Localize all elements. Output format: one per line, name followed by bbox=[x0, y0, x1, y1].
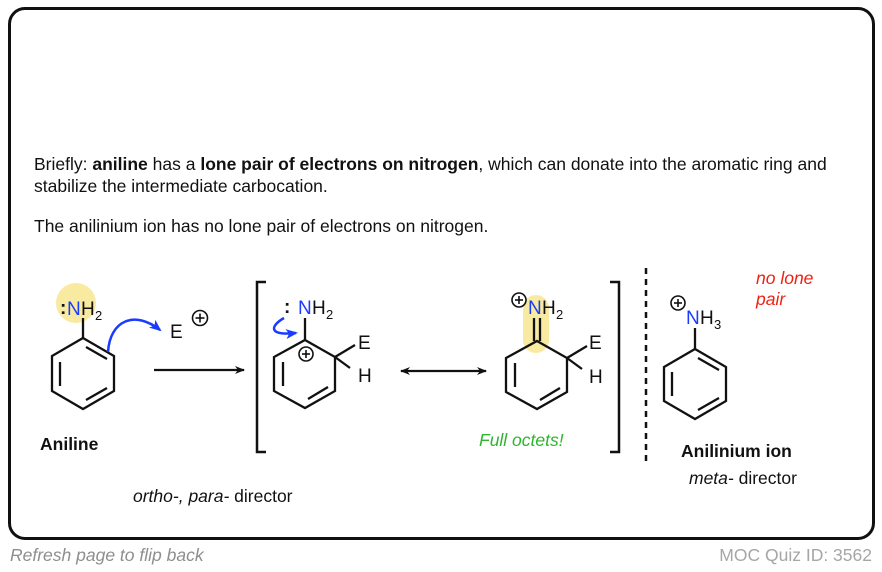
cyclohexadiene-ring bbox=[504, 318, 588, 411]
hydrogen-label: H bbox=[81, 299, 95, 320]
text-segment: has a bbox=[147, 154, 201, 174]
ortho-para-director-label: ortho-, para- director bbox=[133, 486, 293, 506]
no-lone-pair-note: no lone bbox=[756, 268, 814, 288]
lone-pair-highlight bbox=[56, 283, 96, 323]
substituent-e: E bbox=[589, 333, 602, 354]
substituent-h: H bbox=[589, 367, 603, 388]
anilinium-paragraph: The anilinium ion has no lone pair of el… bbox=[34, 216, 489, 236]
substituent-h: H bbox=[358, 366, 372, 387]
right-bracket bbox=[610, 280, 621, 454]
nitrogen-label: N bbox=[528, 298, 542, 319]
lone-pair-dots: : bbox=[60, 298, 66, 319]
lone-pair-dots: : bbox=[284, 297, 290, 318]
positive-charge-icon bbox=[191, 309, 209, 327]
text-segment: Briefly: bbox=[34, 154, 93, 174]
benzene-ring bbox=[662, 328, 728, 421]
aniline-molecule: : N H 2 Aniline bbox=[40, 283, 162, 454]
double-bond-highlight bbox=[523, 295, 549, 353]
benzene-ring bbox=[50, 318, 116, 411]
positive-charge-icon bbox=[670, 295, 686, 311]
intermediate-resonance-2: N H 2 E H Full octets! bbox=[479, 292, 603, 450]
left-bracket bbox=[255, 280, 266, 454]
quiz-card[interactable] bbox=[8, 7, 875, 540]
quiz-id: MOC Quiz ID: 3562 bbox=[719, 545, 872, 565]
explanation-paragraph: Briefly: aniline has a lone pair of elec… bbox=[34, 153, 834, 197]
full-octets-note: Full octets! bbox=[479, 430, 564, 450]
anilinium-molecule: N H 3 no lone pair Anilinium ion meta- d… bbox=[662, 268, 814, 488]
hydrogen-label: H bbox=[700, 308, 714, 329]
meta-director-label: meta- director bbox=[689, 468, 797, 488]
curved-arrow-icon bbox=[273, 316, 298, 340]
refresh-hint: Refresh page to flip back bbox=[10, 545, 204, 565]
subscript-2: 2 bbox=[95, 308, 102, 323]
positive-charge-icon bbox=[298, 346, 314, 362]
anilinium-name: Anilinium ion bbox=[681, 441, 792, 461]
text-segment: , which can donate into the aromatic rin… bbox=[34, 154, 827, 196]
nitrogen-label: N bbox=[67, 299, 81, 320]
no-lone-pair-note-2: pair bbox=[755, 289, 786, 309]
positive-charge-icon bbox=[511, 292, 527, 308]
aniline-name: Aniline bbox=[40, 434, 99, 454]
subscript-2: 2 bbox=[326, 307, 333, 322]
substituent-e: E bbox=[358, 333, 371, 354]
bold-term-lone-pair: lone pair of electrons on nitrogen bbox=[200, 154, 479, 174]
bold-term-aniline: aniline bbox=[92, 154, 148, 174]
cyclohexadienyl-ring bbox=[272, 318, 356, 410]
subscript-3: 3 bbox=[714, 317, 721, 332]
hydrogen-label: H bbox=[542, 298, 556, 319]
nitrogen-label: N bbox=[298, 298, 312, 319]
curved-arrow-icon bbox=[106, 318, 162, 353]
electrophile: E bbox=[170, 309, 209, 343]
hydrogen-label: H bbox=[312, 298, 326, 319]
nitrogen-label: N bbox=[686, 308, 700, 329]
intermediate-resonance-1: : N H 2 E H bbox=[272, 297, 372, 410]
subscript-2: 2 bbox=[556, 307, 563, 322]
electrophile-label: E bbox=[170, 322, 183, 343]
